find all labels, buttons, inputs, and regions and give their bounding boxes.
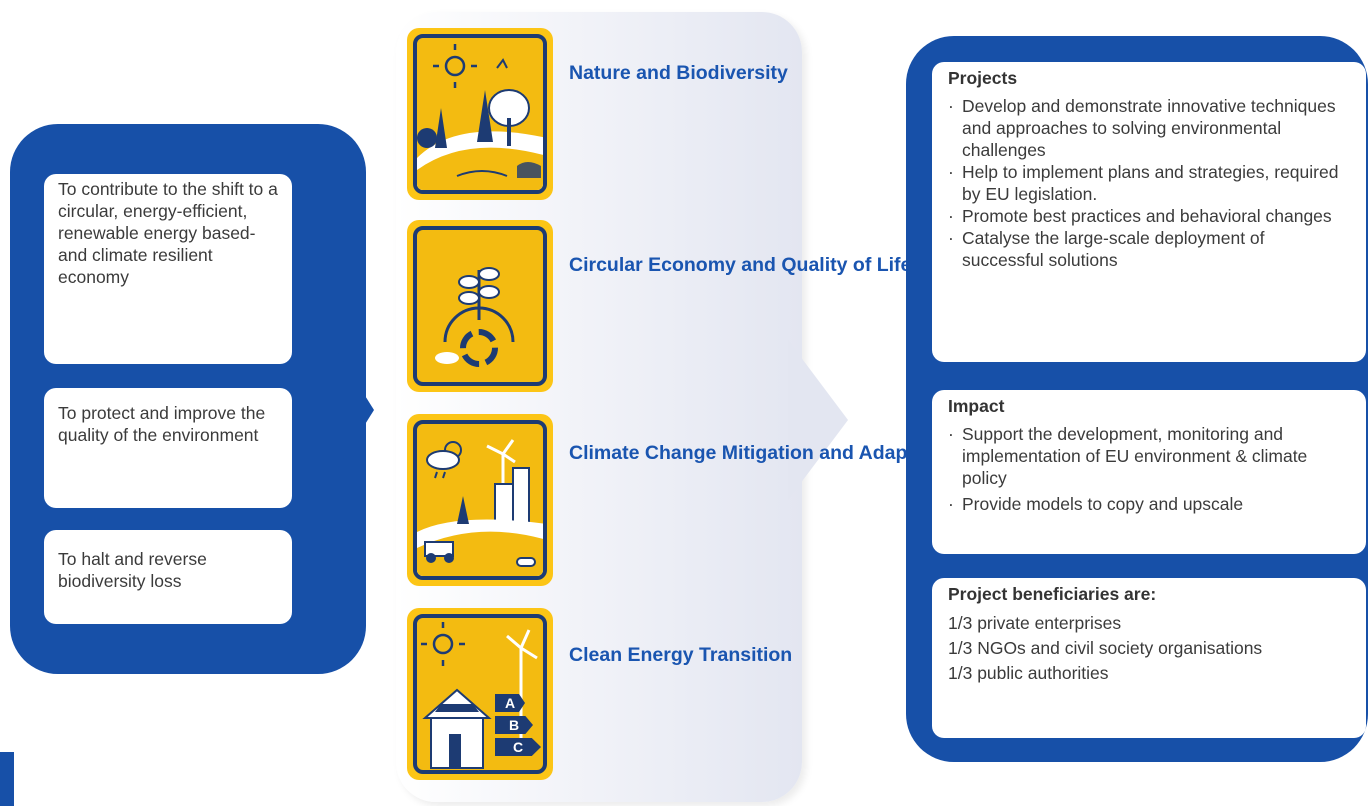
objective-box-2: To protect and improve the quality of th… xyxy=(44,388,292,508)
theme-tile-circular xyxy=(407,220,553,392)
corner-bar xyxy=(0,752,14,806)
projects-item-text: Catalyse the large-scale deployment of s… xyxy=(962,228,1265,270)
projects-item-text: Help to implement plans and strategies, … xyxy=(962,162,1339,204)
theme-tile-nature xyxy=(407,28,553,200)
energy-label-c: C xyxy=(495,738,541,756)
beneficiaries-item: 1/3 NGOs and civil society organisations xyxy=(948,638,1263,658)
projects-title: Projects xyxy=(948,68,1018,88)
projects-item-text: Develop and demonstrate innovative techn… xyxy=(962,96,1336,160)
objective-box-1: To contribute to the shift to a circular… xyxy=(44,174,292,364)
theme-label-circular: Circular Economy and Quality of Life xyxy=(569,254,912,276)
theme-label-energy: Clean Energy Transition xyxy=(569,644,793,666)
impact-item-text: Provide models to copy and upscale xyxy=(962,494,1244,514)
theme-tile-energy: A B C xyxy=(407,608,553,780)
impact-box: Impact ·Support the development, monitor… xyxy=(932,390,1366,554)
energy-label-a: A xyxy=(495,694,525,712)
beneficiaries-title: Project beneficiaries are: xyxy=(948,584,1157,604)
projects-box: Projects ·Develop and demonstrate innova… xyxy=(932,62,1366,362)
circular-economy-icon xyxy=(435,267,515,367)
impact-item: ·Support the development, monitoring and… xyxy=(948,423,1350,489)
objectives-arrow xyxy=(330,340,374,480)
projects-item: ·Help to implement plans and strategies,… xyxy=(948,161,1350,205)
climate-change-icon xyxy=(417,439,543,576)
objective-text-3: To halt and reverse biodiversity loss xyxy=(58,549,207,591)
objective-text-2: To protect and improve the quality of th… xyxy=(58,403,266,445)
themes-arrow xyxy=(788,340,848,500)
beneficiaries-item: 1/3 public authorities xyxy=(948,663,1109,683)
objective-box-3: To halt and reverse biodiversity loss xyxy=(44,530,292,624)
objective-text-1: To contribute to the shift to a circular… xyxy=(58,179,278,287)
beneficiaries-box: Project beneficiaries are: 1/3 private e… xyxy=(932,578,1366,738)
projects-item: ·Promote best practices and behavioral c… xyxy=(948,206,1332,226)
theme-label-climate: Climate Change Mitigation and Adaptation xyxy=(569,442,961,464)
projects-item-text: Promote best practices and behavioral ch… xyxy=(962,206,1332,226)
projects-item: ·Develop and demonstrate innovative tech… xyxy=(948,95,1350,161)
impact-item: ·Provide models to copy and upscale xyxy=(948,494,1244,514)
impact-title: Impact xyxy=(948,396,1005,416)
nature-biodiversity-icon xyxy=(417,44,543,190)
energy-label-b: B xyxy=(495,716,533,734)
beneficiaries-item: 1/3 private enterprises xyxy=(948,613,1122,633)
theme-tile-climate xyxy=(407,414,553,586)
projects-item: ·Catalyse the large-scale deployment of … xyxy=(948,227,1350,271)
theme-label-nature: Nature and Biodiversity xyxy=(569,62,788,84)
impact-item-text: Support the development, monitoring and … xyxy=(962,424,1308,488)
